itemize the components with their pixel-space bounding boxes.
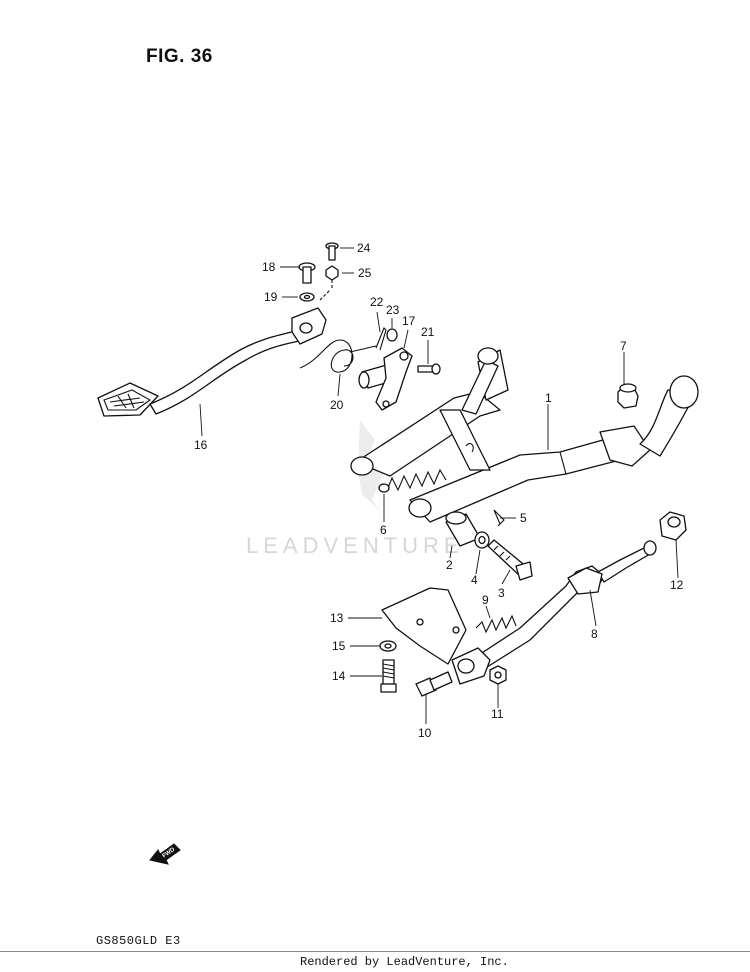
- part-label-22: 22: [370, 295, 384, 309]
- footer: Rendered by LeadVenture, Inc.: [0, 951, 750, 972]
- washer-19[interactable]: [299, 292, 315, 302]
- part-label-4: 4: [471, 573, 478, 587]
- bolt-21[interactable]: [417, 363, 441, 375]
- spring-9[interactable]: [475, 614, 517, 634]
- part-label-21: 21: [421, 325, 435, 339]
- bolt-14[interactable]: [380, 659, 397, 693]
- part-label-3: 3: [498, 586, 505, 600]
- part-label-20: 20: [330, 398, 344, 412]
- fwd-arrow-icon: FWD: [149, 843, 181, 865]
- part-label-25: 25: [358, 266, 372, 280]
- part-label-7: 7: [620, 339, 627, 353]
- part-label-13: 13: [330, 611, 344, 625]
- part-label-17: 17: [402, 314, 416, 328]
- bolt-10[interactable]: [415, 671, 453, 697]
- part-label-19: 19: [264, 290, 278, 304]
- part-label-10: 10: [418, 726, 432, 740]
- washer-15[interactable]: [379, 640, 397, 652]
- part-label-5: 5: [520, 511, 527, 525]
- parts-diagram: LEADVENTURE: [97, 241, 699, 740]
- part-label-8: 8: [591, 627, 598, 641]
- leader-lines: [199, 247, 679, 724]
- side-stand-8[interactable]: [467, 540, 657, 675]
- part-label-11: 11: [491, 707, 504, 721]
- pivot-hole: [457, 658, 475, 674]
- part-label-1: 1: [545, 391, 552, 405]
- spring-20[interactable]: [299, 339, 377, 373]
- part-label-9: 9: [482, 593, 489, 607]
- brake-pedal[interactable]: [97, 307, 327, 417]
- clip-5[interactable]: [493, 509, 505, 527]
- part-label-23: 23: [386, 303, 400, 317]
- washer-23[interactable]: [386, 328, 398, 342]
- bracket-13[interactable]: [381, 587, 467, 665]
- part-label-18: 18: [262, 260, 276, 274]
- watermark-text: LEADVENTURE: [246, 533, 464, 558]
- bolt-18[interactable]: [298, 262, 316, 284]
- model-code: GS850GLD E3: [96, 934, 181, 948]
- part-label-15: 15: [332, 639, 346, 653]
- part-label-2: 2: [446, 558, 453, 572]
- footer-credit: Rendered by LeadVenture, Inc.: [300, 955, 509, 969]
- washer-4[interactable]: [474, 531, 490, 549]
- nut-11[interactable]: [489, 665, 507, 685]
- bolt-3[interactable]: [487, 539, 533, 581]
- stopper-7[interactable]: [617, 383, 639, 409]
- part-label-16: 16: [194, 438, 208, 452]
- cotter-pin-22[interactable]: [375, 327, 387, 351]
- part-label-12: 12: [670, 578, 684, 592]
- figure-title: FIG. 36: [146, 46, 213, 67]
- part-labels: 18 19 24 25 22 23 17 21 20 16 1 7 6 5 2 …: [194, 241, 684, 740]
- part-label-24: 24: [357, 241, 371, 255]
- shaft-arm-17[interactable]: [358, 347, 413, 411]
- bolt-24[interactable]: [325, 242, 339, 261]
- center-stand[interactable]: [350, 347, 699, 523]
- nut-25[interactable]: [325, 265, 339, 281]
- rubber-12[interactable]: [659, 511, 687, 541]
- part-label-14: 14: [332, 669, 346, 683]
- part-label-6: 6: [380, 523, 387, 537]
- spring-6[interactable]: [378, 468, 447, 493]
